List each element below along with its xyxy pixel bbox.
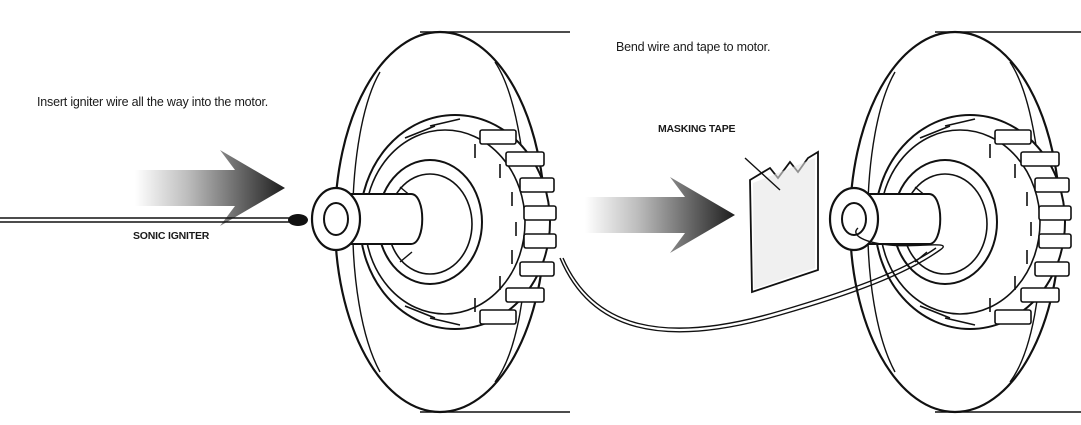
tape-arrow (585, 177, 735, 253)
step1-caption: Insert igniter wire all the way into the… (37, 95, 268, 109)
sonic-igniter-label: SONIC IGNITER (133, 230, 210, 242)
sonic-igniter-wire (0, 214, 308, 226)
masking-tape-label: MASKING TAPE (658, 123, 736, 135)
masking-tape (744, 150, 819, 294)
insert-arrow (135, 150, 285, 226)
bent-igniter-wire (559, 227, 944, 333)
motor-right (828, 30, 1081, 414)
step2-caption: Bend wire and tape to motor. (616, 40, 771, 54)
motor-left (310, 30, 572, 414)
